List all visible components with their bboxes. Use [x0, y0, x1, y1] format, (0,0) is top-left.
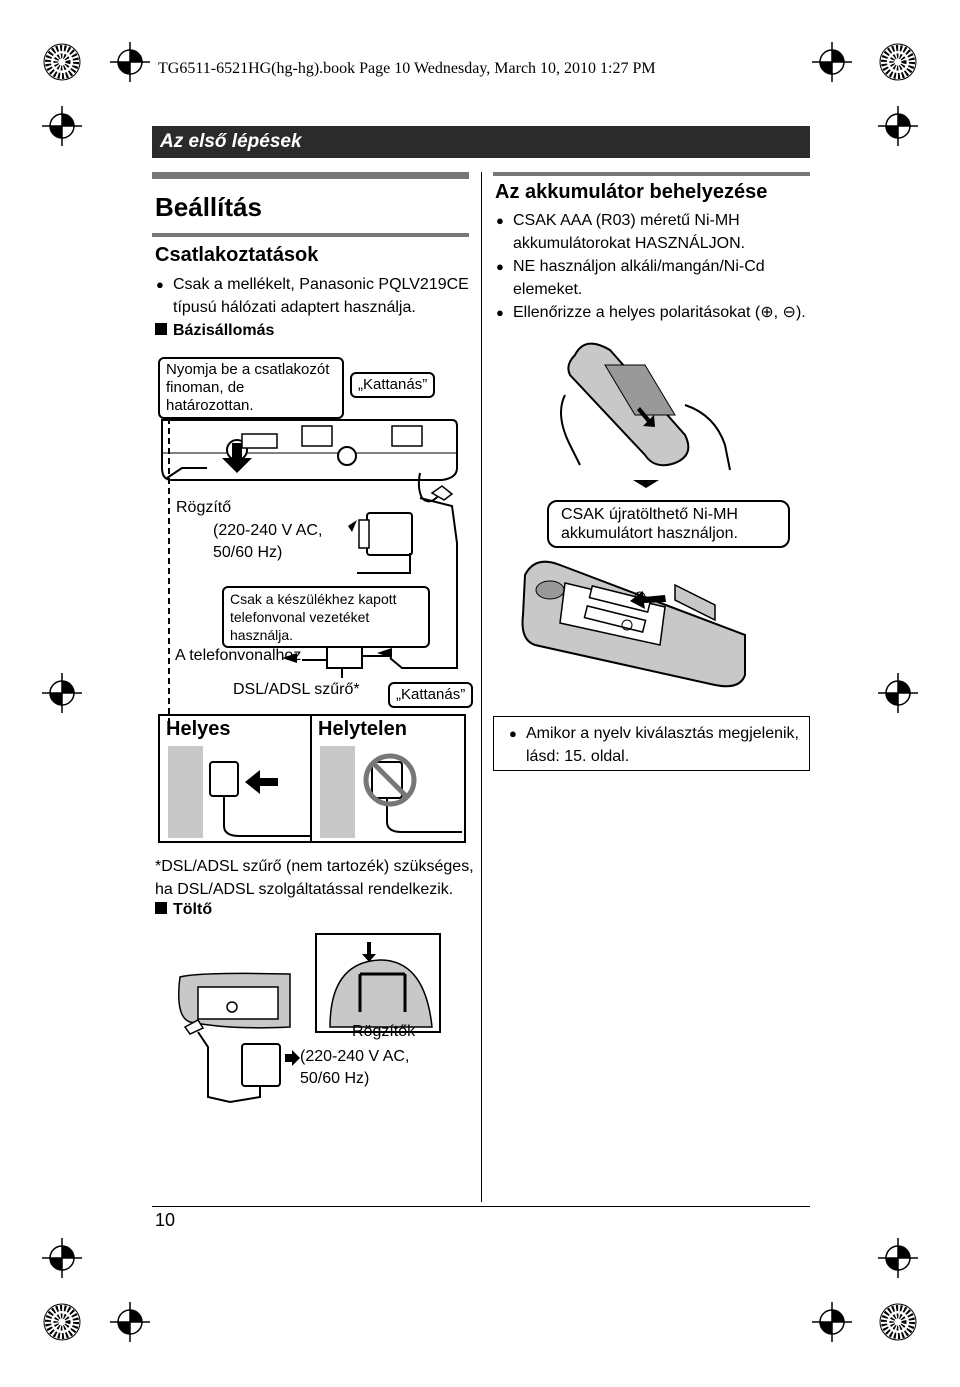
adapter-bullet: Csak a mellékelt, Panasonic PQLV219CE tí… — [156, 273, 473, 319]
base-heading: Bázisállomás — [155, 319, 274, 342]
arrow-icon — [630, 591, 666, 609]
handset-open-illustration — [560, 342, 731, 471]
star-target-icon — [880, 44, 916, 80]
column-divider — [481, 172, 482, 1202]
section-title: Az első lépések — [160, 131, 302, 152]
incorrect-panel: Helytelen — [310, 714, 466, 843]
page-number: 10 — [155, 1210, 176, 1230]
arrow-icon — [362, 942, 376, 962]
callout-click-2: „Kattanás” — [388, 682, 474, 708]
print-header: TG6511-6521HG(hg-hg).book Page 10 Wednes… — [158, 60, 656, 77]
star-target-icon — [880, 1304, 916, 1340]
crosshair-icon — [41, 1237, 83, 1279]
base-station-illustration — [161, 408, 458, 728]
page-title: Beállítás — [155, 192, 262, 222]
plug-correct-illustration — [209, 761, 310, 837]
crosshair-icon — [811, 1301, 853, 1343]
battery-heading: Az akkumulátor behelyezése — [495, 181, 768, 203]
label-voltage-2: (220-240 V AC, 50/60 Hz) — [300, 1048, 410, 1087]
incorrect-label: Helytelen — [318, 718, 407, 740]
prohibited-icon — [363, 753, 417, 807]
crosshair-icon — [41, 672, 83, 714]
crosshair-icon — [109, 41, 151, 83]
crosshair-icon — [877, 672, 919, 714]
dsl-filter-icon — [326, 645, 363, 669]
charger-heading: Töltő — [155, 898, 212, 921]
arrow-icon — [637, 407, 655, 427]
right-heading-rule — [493, 172, 810, 176]
battery-bullet-3: Ellenőrizze a helyes polaritásokat (⊕, ⊖… — [496, 301, 813, 324]
subtitle-rule — [152, 233, 469, 237]
adapter-icon — [366, 512, 413, 556]
label-to-line: A telefonvonalhoz — [175, 647, 302, 664]
label-dsl-filter: DSL/ADSL szűrő* — [233, 681, 360, 698]
battery-bullet-1: CSAK AAA (R03) méretű Ni-MH akkumulátoro… — [496, 209, 803, 255]
subtitle: Csatlakoztatások — [155, 244, 319, 266]
plug-incorrect-illustration — [363, 753, 462, 833]
star-target-icon — [44, 1304, 80, 1340]
footnote: *DSL/ADSL szűrő (nem tartozék) szükséges… — [155, 858, 474, 898]
crosshair-icon — [41, 105, 83, 147]
language-note: Amikor a nyelv kiválasztás megjelenik, l… — [509, 722, 801, 768]
section-header-bar: Az első lépések — [152, 126, 810, 158]
correct-label: Helyes — [166, 718, 231, 740]
footer-rule — [152, 1206, 810, 1207]
label-hooks: Rögzítők — [352, 1023, 416, 1040]
crosshair-icon — [877, 105, 919, 147]
callout-click: „Kattanás” — [350, 372, 436, 398]
arrow-icon — [245, 770, 278, 794]
callout-battery: CSAK újratölthető Ni-MH akkumulátort has… — [547, 500, 790, 548]
crosshair-icon — [877, 1237, 919, 1279]
correct-panel: Helyes — [158, 714, 312, 843]
callout-line-cord: Csak a készülékhez kapott telefonvonal v… — [222, 586, 430, 648]
language-note-box: Amikor a nyelv kiválasztás megjelenik, l… — [493, 716, 810, 771]
star-target-icon — [44, 44, 80, 80]
title-rule — [152, 172, 469, 179]
charger-illustration — [178, 933, 441, 1103]
handset-battery-illustration — [521, 560, 746, 688]
adapter-icon — [241, 1043, 281, 1087]
callout-press: Nyomja be a csatlakozót finoman, de hatá… — [158, 357, 344, 419]
arrow-icon — [222, 443, 252, 473]
down-triangle-icon — [633, 480, 659, 488]
crosshair-icon — [109, 1301, 151, 1343]
crosshair-icon — [811, 41, 853, 83]
label-voltage: (220-240 V AC, 50/60 Hz) — [213, 522, 323, 561]
label-hook: Rögzítő — [176, 499, 232, 516]
battery-bullet-2: NE használjon alkáli/mangán/Ni-Cd elemek… — [496, 255, 803, 301]
